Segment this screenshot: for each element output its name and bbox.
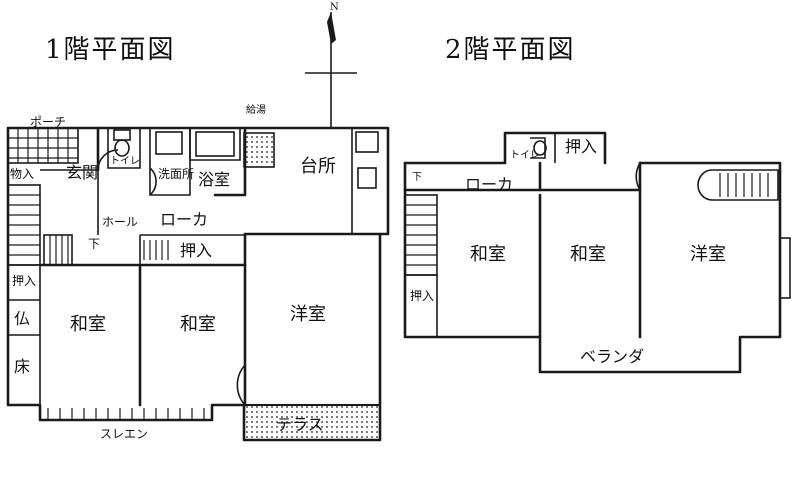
door-swing-icon-3 xyxy=(236,364,246,406)
floor1-plan: ポーチ トイレ 洗面所 浴室 給湯 台所 物入 玄関 xyxy=(6,103,390,442)
oshiire-left-label: 押入 xyxy=(12,274,36,288)
door-swing-icon xyxy=(149,167,157,196)
stairs-icon-f2 xyxy=(404,194,438,276)
washitsu-a-f2-label: 和室 xyxy=(470,244,506,265)
sureen-label: スレエン xyxy=(100,427,148,441)
toilet-icon xyxy=(113,129,131,157)
north-arrow-icon: N xyxy=(305,2,357,128)
stairs-icon-2 xyxy=(43,234,73,266)
closet-label-f1: 押入 xyxy=(180,241,212,260)
floor2-title: 2階平面図 xyxy=(445,35,576,65)
toilet-label: トイレ xyxy=(110,156,140,167)
terrace-label: テラス xyxy=(276,415,324,434)
veranda-label: ベランダ xyxy=(580,347,644,366)
stairs-icon xyxy=(7,184,41,266)
butsuma-label: 仏 xyxy=(14,309,30,328)
closet-hatch-f2 xyxy=(697,169,779,201)
down-label-f2: 下 xyxy=(412,172,422,183)
porch-hatch xyxy=(8,128,78,163)
washitsu-a-f1-label: 和室 xyxy=(70,314,106,335)
youshitsu-f2-label: 洋室 xyxy=(690,244,726,265)
closet-top-label-f2: 押入 xyxy=(565,137,597,156)
storage-label-f1: 物入 xyxy=(10,167,34,181)
toilet-label-f2: トイレ xyxy=(510,150,540,161)
toilet-icon-f2 xyxy=(530,137,547,159)
youshitsu-f1-label: 洋室 xyxy=(290,304,326,325)
washitsu-b-f2-label: 和室 xyxy=(570,244,606,265)
hall-label: ホール xyxy=(102,215,138,229)
floor2-plan: トイレ 押入 下 ローカ 押入 和室 和室 洋室 xyxy=(403,131,791,374)
door-swing-icon-2 xyxy=(97,149,119,171)
water-heater-box xyxy=(243,132,275,168)
north-label: N xyxy=(330,2,339,13)
washroom-label: 洗面所 xyxy=(158,167,194,181)
closet-hatch-f1 xyxy=(143,240,169,260)
kitchen-label: 台所 xyxy=(300,156,336,177)
terrace-box xyxy=(243,404,381,441)
water-heater-label: 給湯 xyxy=(246,103,266,116)
entrance-label: 玄関 xyxy=(66,163,98,182)
bathroom-label: 浴室 xyxy=(198,170,230,189)
toko-label: 床 xyxy=(14,357,30,376)
floor1-title: 1階平面図 xyxy=(45,35,176,65)
washitsu-b-f1-label: 和室 xyxy=(180,314,216,335)
porch-label: ポーチ xyxy=(30,115,66,129)
closet-left-label-f2: 押入 xyxy=(410,289,434,303)
corridor-label-f2: ローカ xyxy=(465,175,513,194)
stairs-down-label: 下 xyxy=(88,237,100,251)
sureen-hatch xyxy=(47,408,205,420)
corridor-label-f1: ローカ xyxy=(160,210,208,229)
